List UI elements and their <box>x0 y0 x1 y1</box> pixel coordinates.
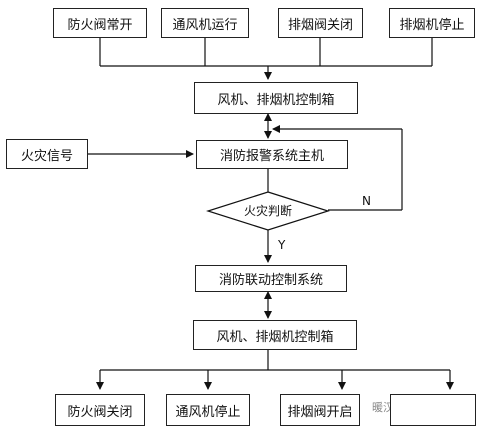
fan-control-box-top: 风机、排烟机控制箱 <box>194 82 358 114</box>
fire-signal-box: 火灾信号 <box>6 139 88 169</box>
fire-decision-diamond <box>206 191 330 231</box>
smoke-valve-open-box: 排烟阀开启 <box>280 394 360 426</box>
ventilator-running-box: 通风机运行 <box>161 8 249 38</box>
smoke-fan-box-bottom <box>390 394 476 426</box>
branch-yes-label: Y <box>277 238 286 252</box>
ventilator-stopped-box: 通风机停止 <box>166 394 250 426</box>
branch-no-label: N <box>362 194 371 208</box>
smoke-valve-closed-box: 排烟阀关闭 <box>278 8 363 38</box>
linkage-control-box: 消防联动控制系统 <box>195 265 347 292</box>
fire-damper-open-box: 防火阀常开 <box>53 8 147 38</box>
smoke-fan-stopped-box: 排烟机停止 <box>389 8 475 38</box>
fire-decision-label: 火灾判断 <box>244 203 292 218</box>
fire-damper-closed-box: 防火阀关闭 <box>55 394 145 426</box>
fire-alarm-host-box: 消防报警系统主机 <box>196 140 348 169</box>
fan-control-box-bottom: 风机、排烟机控制箱 <box>193 320 357 350</box>
